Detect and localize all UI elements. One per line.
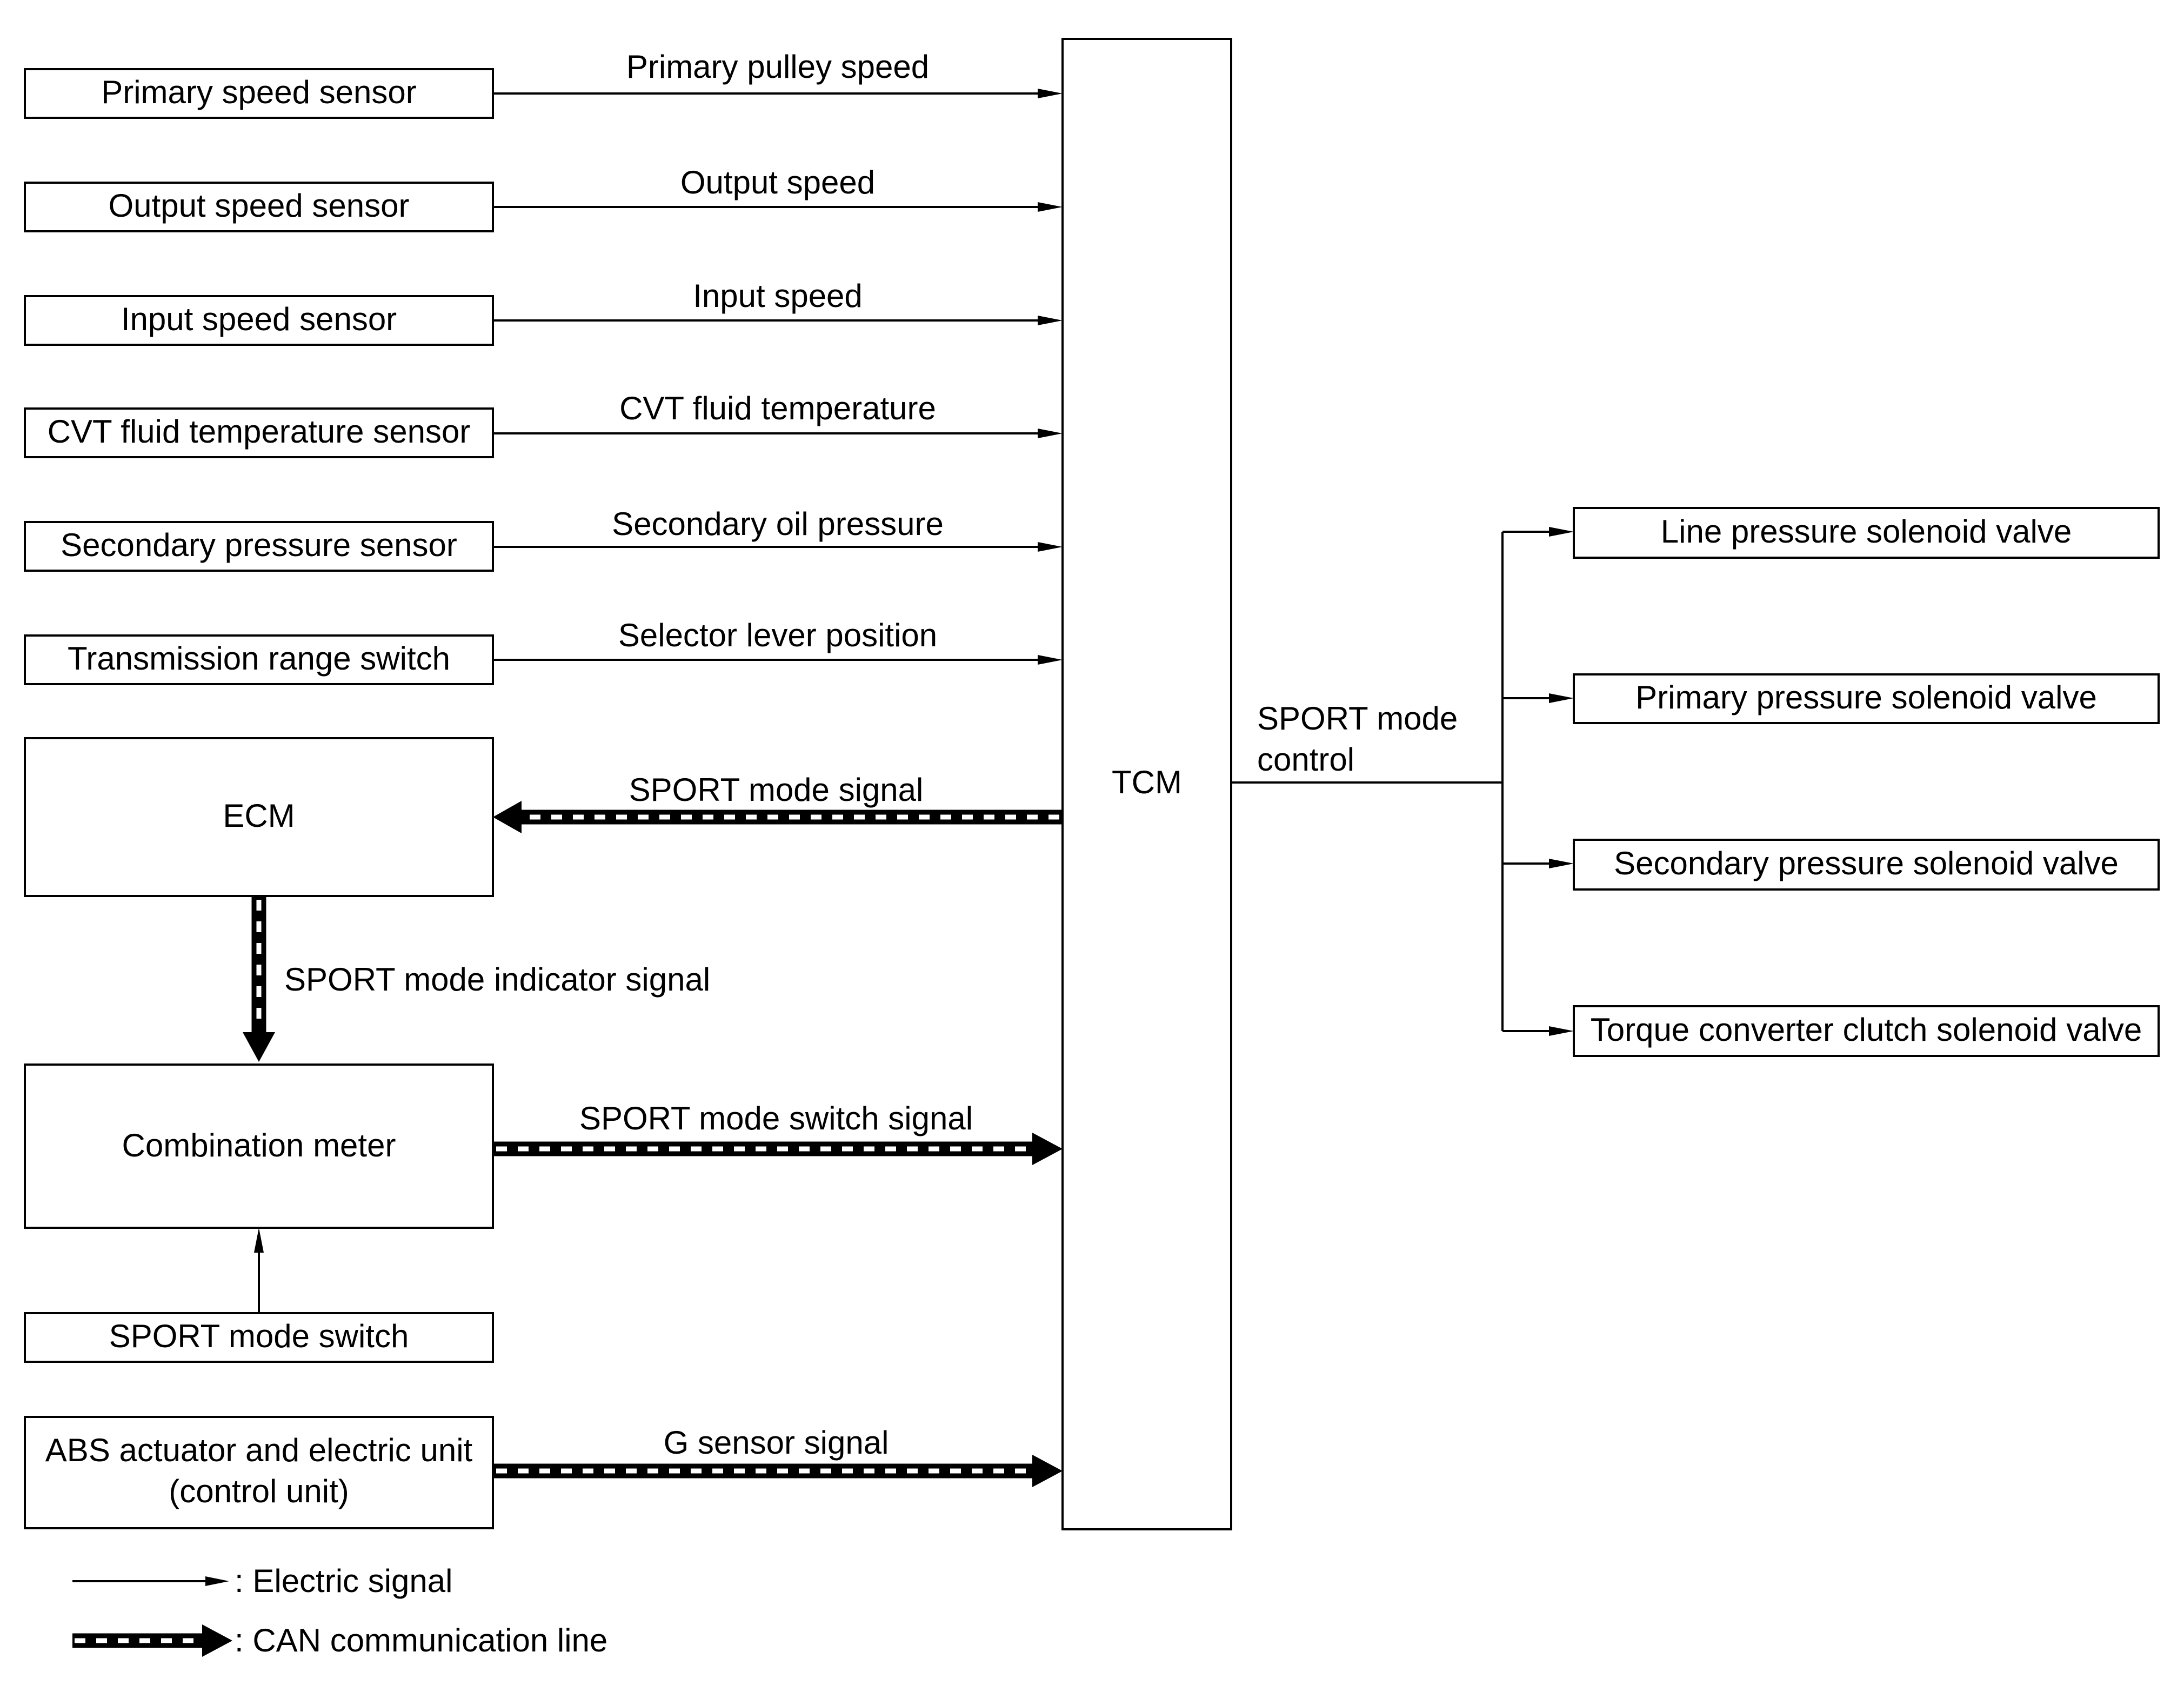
output-valve-1: Line pressure solenoid valve (1573, 507, 2160, 559)
sensor-label: Primary speed sensor (101, 74, 417, 110)
arrow-head-icon (1038, 316, 1063, 325)
signal-label: Primary pulley speed (626, 49, 929, 85)
g-sensor-signal-line: G sensor signal (493, 1424, 1063, 1487)
valve-label: Line pressure solenoid valve (1661, 513, 2072, 550)
arrow-head-icon (1038, 202, 1063, 212)
sport-mode-switch-block: SPORT mode switch (24, 1228, 494, 1363)
arrow-head-icon (254, 1228, 264, 1253)
control-label-line2: control (1257, 741, 1354, 778)
input-sensor-4: CVT fluid temperature sensor CVT fluid t… (24, 390, 1063, 458)
sensor-label: Output speed sensor (108, 188, 409, 224)
sensor-label: Input speed sensor (121, 301, 397, 337)
input-sensor-1: Primary speed sensor Primary pulley spee… (24, 49, 1063, 119)
arrow-head-icon (1038, 429, 1063, 438)
input-sensor-2: Output speed sensor Output speed (24, 164, 1063, 232)
combination-meter-label: Combination meter (122, 1127, 396, 1163)
abs-label-line2: (control unit) (169, 1473, 349, 1509)
tcm-block: TCM (1061, 38, 1232, 1530)
signal-label: CVT fluid temperature (619, 390, 936, 426)
valve-label: Primary pressure solenoid valve (1635, 679, 2097, 715)
arrow-head-icon (1038, 542, 1063, 552)
sensor-label: Transmission range switch (68, 640, 450, 677)
sport-indicator-line: SPORT mode indicator signal (243, 896, 710, 1062)
sport-switch-signal-line: SPORT mode switch signal (493, 1100, 1063, 1165)
sport-mode-switch-label: SPORT mode switch (109, 1318, 409, 1354)
legend-electric-label: : Electric signal (235, 1563, 452, 1599)
input-sensor-5: Secondary pressure sensor Secondary oil … (24, 506, 1063, 572)
arrow-head-icon (493, 801, 522, 833)
input-sensor-3: Input speed sensor Input speed (24, 278, 1063, 346)
signal-label: Output speed (680, 164, 875, 200)
valve-label: Torque converter clutch solenoid valve (1591, 1012, 2142, 1048)
signal-label: Selector lever position (618, 617, 937, 653)
arrow-head-icon (1038, 89, 1063, 98)
arrow-head-icon (1549, 693, 1574, 703)
output-valve-3: Secondary pressure solenoid valve (1573, 839, 2160, 891)
abs-label-line1: ABS actuator and electric unit (45, 1432, 473, 1468)
output-valve-2: Primary pressure solenoid valve (1573, 673, 2160, 724)
valve-label: Secondary pressure solenoid valve (1614, 845, 2119, 881)
input-sensor-6: Transmission range switch Selector lever… (24, 617, 1063, 685)
sensor-label: CVT fluid temperature sensor (48, 413, 471, 450)
arrow-head-icon (205, 1576, 229, 1586)
arrow-head-icon (1549, 1026, 1574, 1036)
control-output-lines: SPORT mode control (1231, 527, 1574, 1036)
ecm-block: ECM (24, 737, 494, 897)
abs-block: ABS actuator and electric unit (control … (24, 1416, 494, 1529)
signal-label: SPORT mode switch signal (579, 1100, 973, 1136)
signal-label: Secondary oil pressure (612, 506, 944, 542)
output-valve-4: Torque converter clutch solenoid valve (1573, 1005, 2160, 1057)
arrow-head-icon (1549, 859, 1574, 868)
legend-can-label: : CAN communication line (235, 1622, 607, 1658)
legend: : Electric signal : CAN communication li… (72, 1563, 607, 1658)
arrow-head-icon (202, 1624, 232, 1657)
arrow-head-icon (1032, 1133, 1063, 1165)
arrow-head-icon (1549, 527, 1574, 537)
control-label-line1: SPORT mode (1257, 700, 1458, 737)
combination-meter-block: Combination meter (24, 1063, 494, 1229)
arrow-head-icon (1038, 655, 1063, 665)
arrow-head-icon (243, 1032, 275, 1062)
sport-mode-signal-line: SPORT mode signal (493, 772, 1063, 833)
signal-label: SPORT mode signal (629, 772, 924, 808)
signal-label: SPORT mode indicator signal (284, 961, 710, 998)
signal-label: Input speed (693, 278, 863, 314)
arrow-head-icon (1032, 1455, 1063, 1487)
signal-label: G sensor signal (664, 1424, 889, 1461)
tcm-label: TCM (1112, 764, 1182, 800)
sensor-label: Secondary pressure sensor (61, 527, 457, 563)
ecm-label: ECM (223, 798, 295, 834)
